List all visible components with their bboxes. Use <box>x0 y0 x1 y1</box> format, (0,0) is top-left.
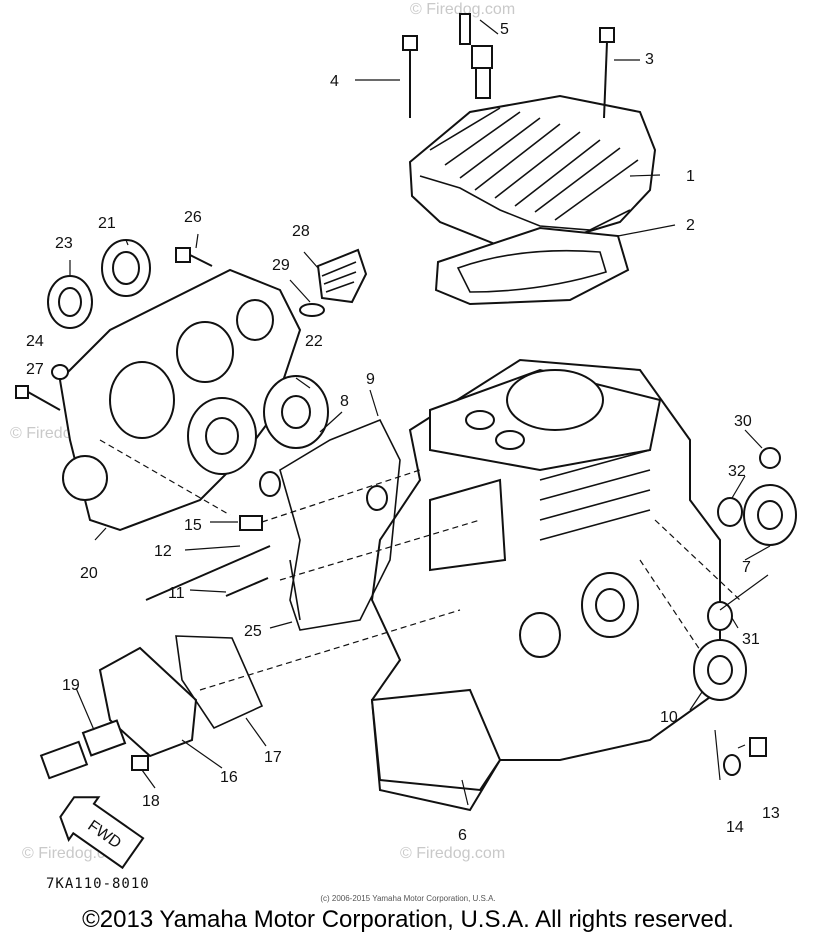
callout-20: 20 <box>80 565 98 582</box>
cover-bolts <box>15 247 213 411</box>
callout-29: 29 <box>272 257 290 274</box>
callout-28: 28 <box>292 223 310 240</box>
callout-27: 27 <box>26 361 44 378</box>
drawing-code: 7KA110-8010 <box>46 876 150 892</box>
callout-18: 18 <box>142 793 160 810</box>
callout-24: 24 <box>26 333 44 350</box>
callout-12: 12 <box>154 543 172 560</box>
callout-3: 3 <box>645 51 654 68</box>
callout-10: 10 <box>660 709 678 726</box>
head-gasket <box>434 226 630 306</box>
callout-31: 31 <box>742 631 760 648</box>
leader-lines <box>69 19 771 806</box>
small-copyright: (c) 2006-2015 Yamaha Motor Corporation, … <box>320 894 496 903</box>
callout-9: 9 <box>366 371 375 388</box>
crankcase-gasket <box>279 418 401 631</box>
callout-25: 25 <box>244 623 262 640</box>
right-side-parts <box>693 447 797 776</box>
oil-filler-cap <box>299 248 368 317</box>
watermark: © Firedog.com <box>400 845 505 862</box>
callout-32: 32 <box>728 463 746 480</box>
callout-2: 2 <box>686 217 695 234</box>
crankcase <box>370 358 721 812</box>
spark-plug <box>459 13 493 99</box>
callout-11: 11 <box>168 585 185 602</box>
callout-labels: 1 2 3 4 5 6 7 8 9 10 11 12 13 14 15 16 1… <box>26 21 780 844</box>
callout-14: 14 <box>726 819 744 836</box>
watermark: © Firedog.com <box>410 1 515 18</box>
studs-and-pins <box>145 471 388 601</box>
copyright-notice: ©2013 Yamaha Motor Corporation, U.S.A. A… <box>82 906 734 933</box>
callout-1: 1 <box>686 168 695 185</box>
breather-cover <box>39 635 264 780</box>
callout-5: 5 <box>500 21 509 38</box>
callout-4: 4 <box>330 73 339 90</box>
fwd-arrow: FWD <box>59 796 145 870</box>
bearings <box>187 375 329 475</box>
callout-15: 15 <box>184 517 202 534</box>
cylinder-head <box>408 94 657 248</box>
callout-22: 22 <box>305 333 323 350</box>
callout-26: 26 <box>184 209 202 226</box>
crankcase-cover <box>58 268 302 532</box>
head-bolts <box>402 27 615 119</box>
callout-7: 7 <box>742 559 751 576</box>
callout-6: 6 <box>458 827 467 844</box>
callout-21: 21 <box>98 215 116 232</box>
callout-23: 23 <box>55 235 73 252</box>
callout-16: 16 <box>220 769 238 786</box>
callout-17: 17 <box>264 749 282 766</box>
callout-30: 30 <box>734 413 752 430</box>
callout-13: 13 <box>762 805 780 822</box>
oil-seals <box>47 239 151 329</box>
callout-19: 19 <box>62 677 80 694</box>
callout-8: 8 <box>340 393 349 410</box>
